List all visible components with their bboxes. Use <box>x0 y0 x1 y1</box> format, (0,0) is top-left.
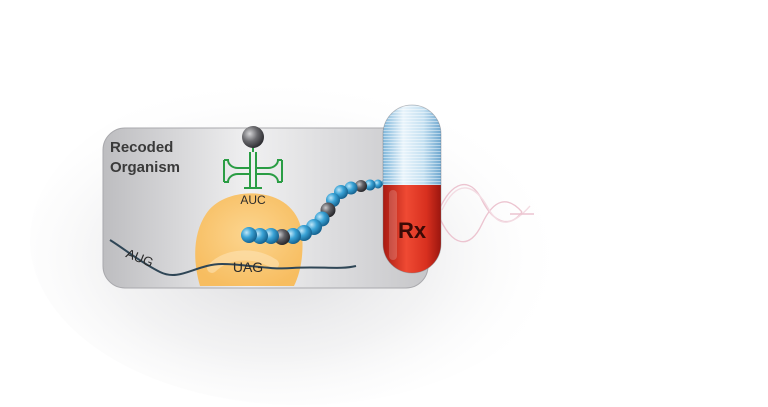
peptide-bead <box>241 227 257 243</box>
panel-title-line1: Recoded <box>110 139 173 156</box>
mrna-strand <box>109 239 357 277</box>
peptide-bead <box>355 180 367 192</box>
trna-anticodon-label: AUC <box>240 193 266 207</box>
capsule-label: Rx <box>398 218 427 243</box>
drug-capsule-icon <box>382 104 442 274</box>
peptide-bead <box>373 179 383 189</box>
peptide-bead <box>263 228 279 244</box>
dna-helix-icon <box>437 183 534 243</box>
peptide-bead <box>364 179 376 191</box>
trna-amino-acid-bead <box>242 126 264 148</box>
stop-codon-label: UAG <box>233 259 263 275</box>
trna-cloverleaf-icon <box>223 142 283 189</box>
panel-title-line2: Organism <box>110 159 180 176</box>
